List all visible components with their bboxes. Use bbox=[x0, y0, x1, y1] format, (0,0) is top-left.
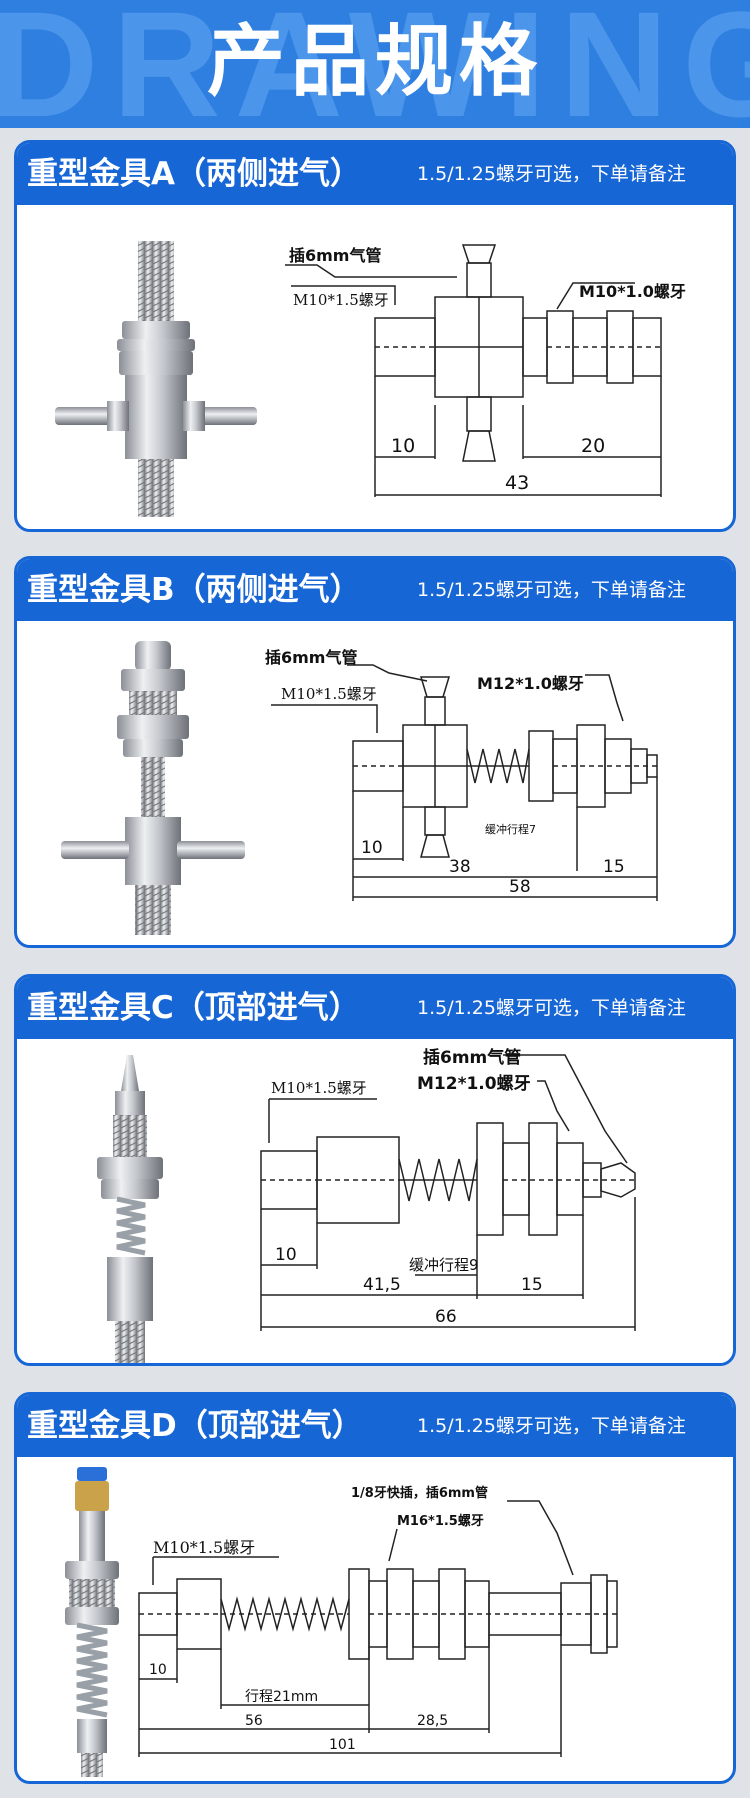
dim-38: 38 bbox=[449, 857, 471, 877]
card-header: 重型金具C（顶部进气） 1.5/1.25螺牙可选，下单请备注 bbox=[17, 977, 733, 1039]
product-card-d: 重型金具D（顶部进气） 1.5/1.25螺牙可选，下单请备注 bbox=[14, 1392, 736, 1784]
thread-bottom-label: M10*1.5螺牙 bbox=[271, 1079, 367, 1097]
dim-66: 66 bbox=[435, 1307, 457, 1327]
hose-label: 插6mm气管 bbox=[265, 648, 357, 667]
technical-drawing-b bbox=[271, 664, 658, 901]
dim-10: 10 bbox=[361, 838, 383, 858]
stroke-label: 行程21mm bbox=[245, 1689, 318, 1705]
card-note: 1.5/1.25螺牙可选，下单请备注 bbox=[417, 997, 686, 1019]
dim-56: 56 bbox=[245, 1713, 263, 1729]
product-a-figure: 插6mm气管 M10*1.0螺牙 M10*1.5螺牙 10 20 43 bbox=[55, 241, 686, 517]
technical-drawing-c bbox=[260, 1054, 636, 1331]
dim-10: 10 bbox=[149, 1662, 167, 1678]
stroke-label: 缓冲行程7 bbox=[485, 822, 536, 836]
thread-top-label: M16*1.5螺牙 bbox=[397, 1513, 484, 1529]
hose-label: 1/8牙快插，插6mm管 bbox=[351, 1485, 488, 1501]
card-header: 重型金具B（两侧进气） 1.5/1.25螺牙可选，下单请备注 bbox=[17, 559, 733, 621]
card-note: 1.5/1.25螺牙可选，下单请备注 bbox=[417, 1415, 686, 1437]
card-body: M10*1.5螺牙 插6mm气管 M12*1.0螺牙 缓冲行程9 10 41,5… bbox=[17, 1039, 733, 1363]
card-note: 1.5/1.25螺牙可选，下单请备注 bbox=[417, 579, 686, 601]
dim-41-5: 41,5 bbox=[363, 1275, 401, 1295]
dim-20: 20 bbox=[581, 435, 605, 457]
stroke-label: 缓冲行程9 bbox=[409, 1256, 479, 1274]
product-card-c: 重型金具C（顶部进气） 1.5/1.25螺牙可选，下单请备注 bbox=[14, 974, 736, 1366]
product-photo-a bbox=[55, 241, 257, 517]
hose-label: 插6mm气管 bbox=[423, 1047, 521, 1068]
dim-10: 10 bbox=[275, 1245, 297, 1265]
product-photo-b bbox=[61, 641, 245, 935]
product-photo-d bbox=[65, 1467, 119, 1777]
dim-28-5: 28,5 bbox=[417, 1713, 448, 1729]
product-card-b: 重型金具B（两侧进气） 1.5/1.25螺牙可选，下单请备注 bbox=[14, 556, 736, 948]
dim-101: 101 bbox=[329, 1737, 356, 1753]
thread-bottom-label: M10*1.5螺牙 bbox=[153, 1538, 255, 1557]
card-body: 插6mm气管 M10*1.0螺牙 M10*1.5螺牙 10 20 43 bbox=[17, 205, 733, 529]
thread-bottom-label: M10*1.5螺牙 bbox=[293, 291, 389, 309]
dim-15: 15 bbox=[603, 857, 625, 877]
thread-top-label: M12*1.0螺牙 bbox=[417, 1074, 531, 1094]
dim-58: 58 bbox=[509, 877, 531, 897]
card-title: 重型金具C（顶部进气） bbox=[27, 990, 360, 1026]
product-d-figure: M10*1.5螺牙 1/8牙快插，插6mm管 M16*1.5螺牙 行程21mm … bbox=[65, 1467, 618, 1777]
dim-43: 43 bbox=[505, 472, 529, 494]
thread-bottom-label: M10*1.5螺牙 bbox=[281, 685, 377, 703]
dim-15: 15 bbox=[521, 1275, 543, 1295]
page-title: 产品规格 bbox=[206, 17, 543, 107]
hose-label: 插6mm气管 bbox=[289, 246, 381, 265]
card-body: 插6mm气管 M12*1.0螺牙 M10*1.5螺牙 缓冲行程7 10 38 1… bbox=[17, 621, 733, 945]
card-note: 1.5/1.25螺牙可选，下单请备注 bbox=[417, 163, 686, 185]
dim-10: 10 bbox=[391, 435, 415, 457]
banner-watermark: DRAWING bbox=[0, 0, 750, 128]
card-title: 重型金具D（顶部进气） bbox=[27, 1408, 363, 1444]
card-title: 重型金具A（两侧进气） bbox=[27, 156, 361, 192]
product-c-figure: M10*1.5螺牙 插6mm气管 M12*1.0螺牙 缓冲行程9 10 41,5… bbox=[97, 1047, 636, 1363]
technical-drawing-a bbox=[285, 244, 662, 497]
card-body: M10*1.5螺牙 1/8牙快插，插6mm管 M16*1.5螺牙 行程21mm … bbox=[17, 1457, 733, 1781]
card-title: 重型金具B（两侧进气） bbox=[27, 572, 361, 608]
header-banner: DRAWING 产品规格 bbox=[0, 0, 750, 128]
technical-drawing-d bbox=[138, 1500, 618, 1757]
product-b-figure: 插6mm气管 M12*1.0螺牙 M10*1.5螺牙 缓冲行程7 10 38 1… bbox=[61, 641, 658, 935]
card-header: 重型金具A（两侧进气） 1.5/1.25螺牙可选，下单请备注 bbox=[17, 143, 733, 205]
product-photo-c bbox=[97, 1055, 163, 1363]
thread-top-label: M10*1.0螺牙 bbox=[579, 282, 686, 301]
thread-top-label: M12*1.0螺牙 bbox=[477, 674, 584, 693]
card-header: 重型金具D（顶部进气） 1.5/1.25螺牙可选，下单请备注 bbox=[17, 1395, 733, 1457]
product-card-a: 重型金具A（两侧进气） 1.5/1.25螺牙可选，下单请备注 bbox=[14, 140, 736, 532]
